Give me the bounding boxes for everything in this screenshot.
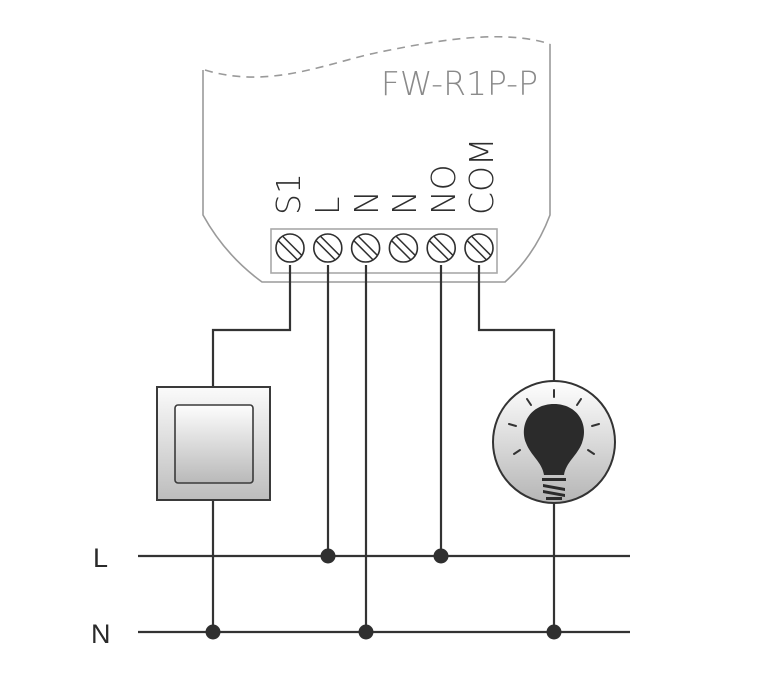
terminal-label-n1: N	[347, 190, 386, 215]
terminal-labels: S1 L N N NO COM	[269, 138, 501, 216]
terminal-label-com: COM	[462, 138, 501, 216]
terminal-label-n2: N	[385, 190, 424, 215]
junction-dot	[320, 548, 336, 564]
terminal-screw-l	[312, 233, 343, 263]
terminal-screw-com	[464, 233, 494, 263]
wires	[211, 265, 556, 632]
terminal-block	[270, 228, 498, 274]
housing-outline	[202, 44, 551, 283]
module-housing: FW-R1P-P	[202, 35, 551, 283]
switch-icon	[156, 386, 271, 501]
terminal-screw-s1	[275, 233, 305, 263]
wire-com-to-lamp	[477, 265, 556, 382]
terminal-label-l: L	[308, 197, 347, 215]
terminal-screw-n2	[388, 233, 419, 263]
wire-s1-to-switch	[211, 265, 292, 388]
light-bulb-icon	[492, 380, 616, 504]
junction-dot	[546, 624, 562, 640]
model-label: FW-R1P-P	[381, 64, 538, 103]
terminal-label-s1: S1	[269, 173, 308, 215]
terminal-label-no: NO	[424, 164, 463, 215]
terminal-screw-n1	[350, 233, 381, 263]
junction-dot	[433, 548, 449, 564]
terminal-screw-no	[426, 233, 457, 263]
bus-label-n: N	[91, 619, 111, 649]
light-rays	[508, 389, 600, 455]
bus-label-l: L	[93, 543, 108, 573]
junction-dot	[358, 624, 374, 640]
junction-dot	[205, 624, 221, 640]
junctions	[205, 548, 562, 640]
terminal-block-frame	[270, 228, 498, 274]
housing-cut-line	[204, 35, 551, 78]
